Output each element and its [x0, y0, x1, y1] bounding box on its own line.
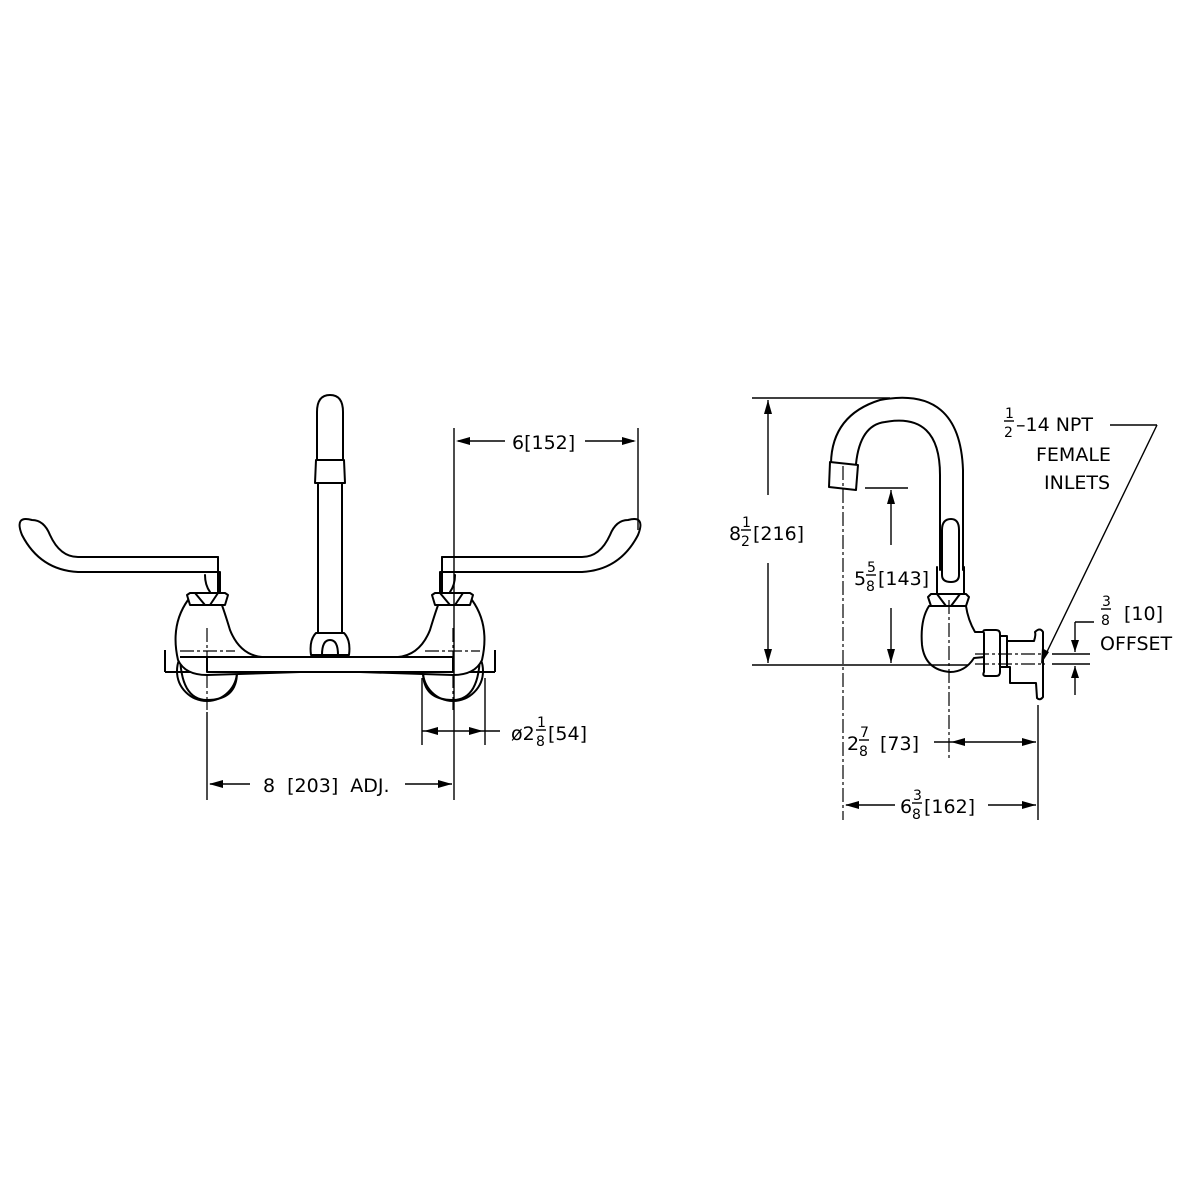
- dim-spout-reach: 6 3 8 [162]: [845, 788, 1036, 823]
- side-valve-body: [920, 605, 986, 673]
- dim-2-whole: 2: [847, 733, 859, 755]
- side-inlet-nut: [982, 629, 1001, 677]
- callout-female: FEMALE: [1036, 444, 1111, 466]
- fraction-denominator: 2: [1004, 425, 1013, 441]
- fraction-numerator: 1: [742, 515, 751, 531]
- dim-10-mm: [10]: [1124, 603, 1163, 625]
- svg-text:8 [203] ADJ.: 8 [203] ADJ.: [263, 775, 390, 797]
- callout-thread-spec: –14 NPT: [1016, 414, 1093, 436]
- inlet-thread-callout: 1 2 –14 NPT FEMALE INLETS: [1004, 406, 1158, 664]
- side-view: 8 1 2 [216] 5 5 8 [143] 1 2 –14 NPT FEMA…: [729, 396, 1173, 823]
- side-hex-nut: [927, 593, 970, 607]
- dim-spout-clearance: 5 5 8 [143]: [854, 487, 929, 663]
- right-hex-nut: [431, 592, 474, 606]
- fraction-denominator: 2: [741, 534, 750, 550]
- vertical-spout: [309, 394, 351, 656]
- dim-143-mm: [143]: [878, 568, 929, 590]
- left-hex-nut: [186, 592, 229, 606]
- dim-216-mm: [216]: [753, 523, 804, 545]
- fraction-numerator: 5: [867, 560, 876, 576]
- dim-center-spacing: 8 [203] ADJ.: [206, 712, 452, 800]
- front-view: 6[152] ø2 1 8 [54] 8 [203] AD: [18, 394, 642, 800]
- fraction-numerator: 7: [860, 725, 869, 741]
- fraction-numerator: 3: [1102, 594, 1111, 610]
- dim-adj-label: ADJ.: [350, 775, 389, 797]
- dim-6-whole: 6: [900, 796, 912, 818]
- right-wristblade-handle: [439, 518, 642, 593]
- fraction-numerator: 1: [1005, 406, 1014, 422]
- fraction-denominator: 8: [536, 734, 545, 750]
- fraction-denominator: 8: [912, 807, 921, 823]
- dim-152-mm: [152]: [524, 432, 575, 454]
- dim-54-mm: [54]: [548, 723, 587, 745]
- gooseneck-spout: [828, 396, 965, 594]
- dim-flange-diameter: ø2 1 8 [54]: [421, 678, 587, 750]
- dim-5-whole: 5: [854, 568, 866, 590]
- dim-handle-reach: 6[152]: [453, 428, 639, 800]
- left-wristblade-handle: [18, 518, 221, 593]
- dim-overall-height: 8 1 2 [216]: [729, 397, 968, 666]
- fraction-numerator: 1: [537, 715, 546, 731]
- dim-body-to-wall: 2 7 8 [73]: [847, 705, 1039, 820]
- callout-inlets: INLETS: [1044, 472, 1110, 494]
- dim-8-whole: 8: [729, 523, 741, 545]
- svg-text:6[152]: 6[152]: [512, 432, 575, 454]
- fraction-denominator: 8: [866, 579, 875, 595]
- dim-diameter-prefix: ø2: [511, 723, 535, 745]
- dim-6-value: 6: [512, 432, 524, 454]
- dim-offset-label: OFFSET: [1100, 633, 1173, 655]
- dim-8-value: 8: [263, 775, 275, 797]
- fraction-denominator: 8: [1101, 613, 1110, 629]
- fraction-denominator: 8: [859, 744, 868, 760]
- dim-offset: 3 8 [10] OFFSET: [1052, 594, 1173, 695]
- fraction-numerator: 3: [913, 788, 922, 804]
- dim-203-mm: [203]: [287, 775, 338, 797]
- dim-73-mm: [73]: [880, 733, 919, 755]
- dim-162-mm: [162]: [924, 796, 975, 818]
